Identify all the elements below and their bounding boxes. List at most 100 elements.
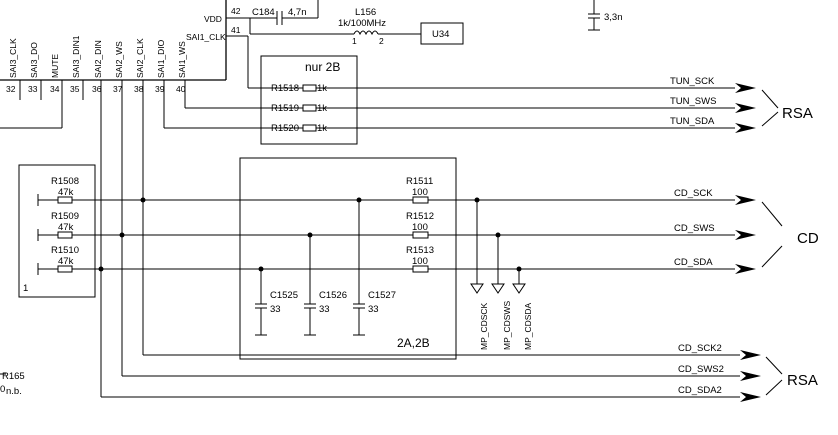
box-2a-2b-label: 2A,2B <box>397 336 430 350</box>
misc-labels: R165 0 n.b. <box>0 371 25 397</box>
net-tun-sck: TUN_SCK <box>670 76 715 87</box>
test-point-cdsda-icon <box>512 283 526 294</box>
tp-mp-cdsda: MP_CDSDA <box>523 302 533 350</box>
dest-rsa-top: RSA <box>782 105 813 122</box>
r1520-value: 1k <box>317 123 327 134</box>
pin-label-mute: MUTE <box>50 54 60 78</box>
pin-number-34: 34 <box>50 84 60 94</box>
pin-number-40: 40 <box>176 84 186 94</box>
c1525-ref: C1525 <box>270 290 298 301</box>
nur-2b-title: nur 2B <box>305 60 340 74</box>
nur-2b-block: nur 2B R1518 1k R1519 1k R1520 1k <box>164 55 735 145</box>
cd-nets: CD_SCK CD_SWS CD_SDA CD <box>674 188 819 274</box>
left-pullup-block: 1 R1508 47k R1509 47k R1510 47k <box>18 164 96 298</box>
test-points: MP_CDSCK MP_CDSWS MP_CDSDA <box>470 197 533 350</box>
r1511-value: 100 <box>412 187 428 198</box>
c1526-ref: C1526 <box>319 290 347 301</box>
l156-pin1: 1 <box>352 36 357 46</box>
r165-ref: R165 <box>2 371 25 382</box>
r1513-value: 100 <box>412 256 428 267</box>
arrow-cd-sck2 <box>740 350 761 360</box>
dest-cd: CD <box>797 230 819 247</box>
r1509-ref: R1509 <box>51 211 79 222</box>
pin-wires <box>100 80 186 397</box>
arrow-cd-sws2 <box>740 371 761 381</box>
net-tun-sws: TUN_SWS <box>670 96 716 107</box>
r1519-ref: R1519 <box>271 103 299 114</box>
net-cd-sws: CD_SWS <box>674 223 715 234</box>
c1527-ref: C1527 <box>368 290 396 301</box>
dest-rsa-bottom: RSA <box>787 372 818 389</box>
pin-number-32: 32 <box>6 84 16 94</box>
test-point-cdsws-icon <box>491 283 505 294</box>
r1510-value: 47k <box>58 256 74 267</box>
r1509-value: 47k <box>58 222 74 233</box>
arrow-tun-sck <box>735 83 756 93</box>
l156-pin2: 2 <box>379 36 384 46</box>
c1527-value: 33 <box>368 304 379 315</box>
r1518-ref: R1518 <box>271 83 299 94</box>
r1512-value: 100 <box>412 222 428 233</box>
r1512-ref: R1512 <box>406 211 434 222</box>
r1508-ref: R1508 <box>51 176 79 187</box>
r1520-ref: R1520 <box>271 123 299 134</box>
c1525-value: 33 <box>270 304 281 315</box>
net-cd-sck2: CD_SCK2 <box>678 343 722 354</box>
arrow-cd-sck <box>735 195 756 205</box>
pin-label-sai2-ws: SAI2_WS <box>114 41 124 78</box>
series-filter-block: 2A,2B R1511 100 R1512 100 R1513 100 C152… <box>239 157 457 360</box>
r1511-ref: R1511 <box>406 176 433 187</box>
sai1-clk-label: SAI1_CLK <box>186 32 226 42</box>
ic-block: VDD 42 SAI1_CLK 41 SAI3_CLK SAI3_DO MUTE… <box>0 0 250 129</box>
c184-value: 4,7n <box>288 7 307 18</box>
pin-42-number: 42 <box>231 6 241 16</box>
arrow-tun-sws <box>735 103 756 113</box>
pin-label-sai1-ws: SAI1_WS <box>177 41 187 78</box>
net-tun-sda: TUN_SDA <box>670 116 715 127</box>
cd2-nets: CD_SCK2 CD_SWS2 CD_SDA2 RSA <box>101 343 818 402</box>
tun-nets: TUN_SCK TUN_SWS TUN_SDA RSA <box>670 76 813 133</box>
c184-ref: C184 <box>252 7 275 18</box>
tp-mp-cdsck: MP_CDSCK <box>479 302 489 350</box>
l156-value: 1k/100MHz <box>338 18 386 29</box>
r1508-value: 47k <box>58 187 74 198</box>
r165-zero: 0 <box>0 384 5 395</box>
net-cd-sck: CD_SCK <box>674 188 713 199</box>
tp-mp-cdsws: MP_CDSWS <box>502 301 512 350</box>
left-box-label: 1 <box>23 283 28 294</box>
cd-lines <box>72 197 735 272</box>
r1510-ref: R1510 <box>51 245 79 256</box>
pin-label-sai2-din: SAI2_DIN <box>93 40 103 78</box>
pin-number-35: 35 <box>70 84 80 94</box>
pin-41-number: 41 <box>231 25 241 35</box>
pin-label-sai3-do: SAI3_DO <box>29 42 39 78</box>
arrow-cd-sda <box>735 264 756 274</box>
r165-nb: n.b. <box>6 386 22 397</box>
pin-number-36: 36 <box>92 84 102 94</box>
arrow-cd-sws <box>735 230 756 240</box>
r1519-value: 1k <box>317 103 327 114</box>
l156-ref: L156 <box>355 7 376 18</box>
pin-number-33: 33 <box>28 84 38 94</box>
pin-label-sai2-clk: SAI2_CLK <box>135 38 145 78</box>
top-components: C184 4,7n L156 1k/100MHz 1 2 U34 3,3n <box>249 0 623 46</box>
r1518-value: 1k <box>317 83 327 94</box>
net-cd-sws2: CD_SWS2 <box>678 364 724 375</box>
pin-number-39: 39 <box>155 84 165 94</box>
net-cd-sda2: CD_SDA2 <box>678 385 722 396</box>
arrow-tun-sda <box>735 123 756 133</box>
pin-label-sai3-din1: SAI3_DIN1 <box>71 35 81 78</box>
pin-number-38: 38 <box>134 84 144 94</box>
cap-top-right-value: 3,3n <box>604 12 623 23</box>
r1513-ref: R1513 <box>406 245 434 256</box>
net-cd-sda: CD_SDA <box>674 257 713 268</box>
u34-label: U34 <box>432 29 449 40</box>
vdd-label: VDD <box>204 14 222 24</box>
arrow-cd-sda2 <box>740 392 761 402</box>
pin-label-sai1-dio: SAI1_DIO <box>156 39 166 78</box>
pin-label-sai3-clk: SAI3_CLK <box>8 38 18 78</box>
c1526-value: 33 <box>319 304 330 315</box>
pin-number-37: 37 <box>113 84 123 94</box>
